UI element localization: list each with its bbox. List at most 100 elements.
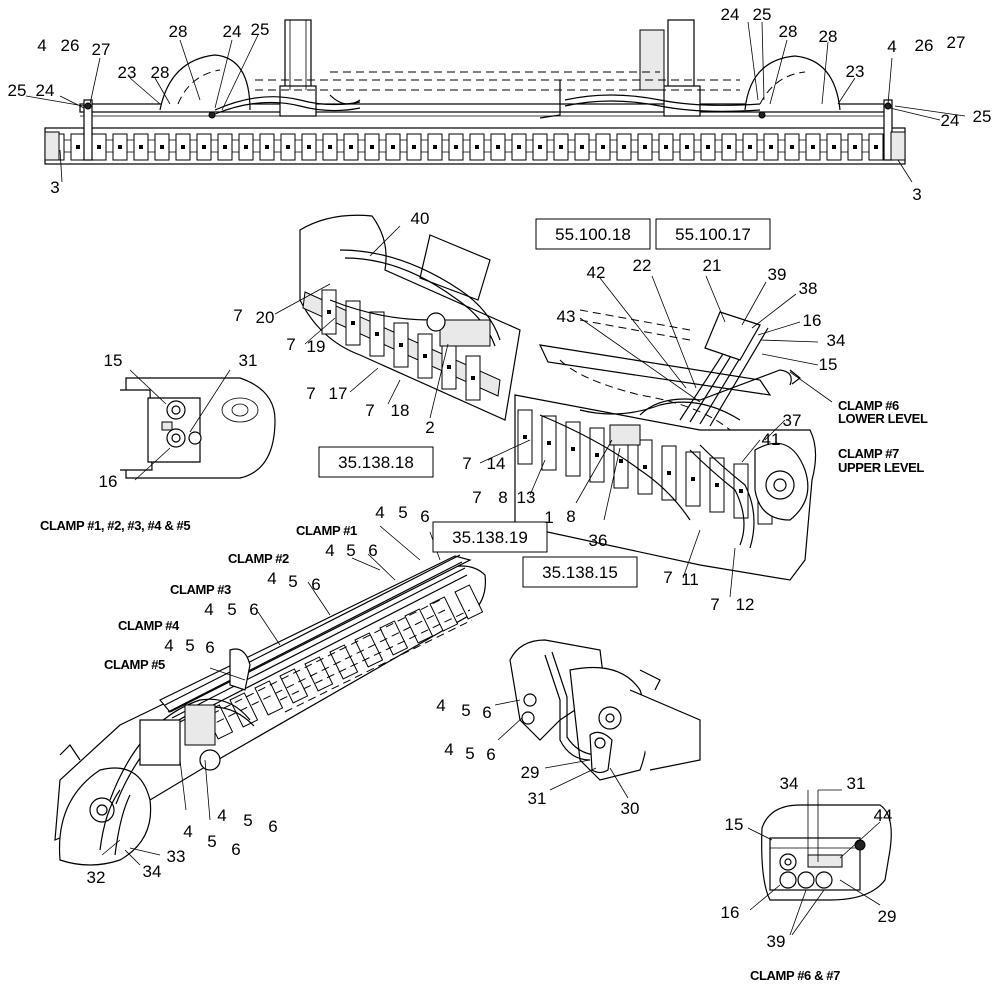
- reference-box-35-138-18[interactable]: 35.138.18: [318, 446, 434, 478]
- callout-label: 4: [217, 806, 226, 825]
- callout-label: 16: [99, 472, 118, 491]
- callout-label: 5: [227, 600, 236, 619]
- callout-label: 4: [325, 541, 334, 560]
- reference-text: 35.138.15: [542, 563, 618, 582]
- callout-label: 40: [411, 209, 430, 228]
- callout-label: 4: [183, 822, 192, 841]
- callout-label: 5: [288, 572, 297, 591]
- callout-label: 26: [915, 36, 934, 55]
- callout-label: 7: [710, 595, 719, 614]
- callout-label: 4: [204, 600, 213, 619]
- callout-label: 15: [725, 815, 744, 834]
- clamp-note-7: CLAMP #7: [838, 446, 899, 461]
- clamp-note-lower-level: LOWER LEVEL: [838, 411, 928, 426]
- detail-right: [747, 789, 892, 936]
- callout-label: 7: [306, 384, 315, 403]
- callout-label: 28: [151, 63, 170, 82]
- callout-label: 7: [472, 488, 481, 507]
- reference-box-35-138-15[interactable]: 35.138.15: [522, 556, 638, 588]
- callout-label: 5: [346, 541, 355, 560]
- clamp-note-3: CLAMP #3: [170, 582, 231, 597]
- callout-label: 4: [37, 36, 46, 55]
- bottom-mid-assembly: [494, 639, 701, 799]
- clamp-note-4: CLAMP #4: [118, 618, 180, 633]
- reference-text: 55.100.17: [675, 225, 751, 244]
- callout-label: 4: [436, 696, 445, 715]
- callout-label: 19: [307, 337, 326, 356]
- clamp-note-2: CLAMP #2: [228, 551, 289, 566]
- callout-label: 38: [799, 279, 818, 298]
- callout-label: 44: [874, 806, 893, 825]
- callout-label: 4: [164, 636, 173, 655]
- reference-box-55-100-17[interactable]: 55.100.17: [655, 218, 771, 250]
- callout-label: 29: [878, 907, 897, 926]
- callout-label: 1: [544, 508, 553, 527]
- callout-label: 28: [169, 22, 188, 41]
- callout-label: 7: [286, 335, 295, 354]
- reference-text: 35.138.18: [338, 453, 414, 472]
- callout-label: 5: [207, 832, 216, 851]
- callouts-mid-left: 40 7 20 7 19 7 17 7 18 2: [233, 209, 434, 437]
- callout-label: 6: [249, 600, 258, 619]
- callout-label: 3: [50, 178, 59, 197]
- callout-label: 7: [462, 454, 471, 473]
- callout-label: 25: [753, 5, 772, 24]
- callout-label: 25: [8, 81, 27, 100]
- callout-label: 6: [311, 575, 320, 594]
- callout-label: 27: [947, 33, 966, 52]
- callouts-bottom-mid: 4 5 6 4 5 6 29 31 30: [436, 696, 639, 818]
- callout-label: 22: [633, 256, 652, 275]
- callout-label: 33: [167, 847, 186, 866]
- reference-box-55-100-18[interactable]: 55.100.18: [535, 218, 651, 250]
- mid-right-assembly: [479, 275, 833, 598]
- top-boom-assembly: [25, 19, 966, 183]
- clamp-note-1-5: CLAMP #1, #2, #3, #4 & #5: [40, 518, 190, 533]
- callout-label: 16: [803, 311, 822, 330]
- callout-label: 37: [783, 411, 802, 430]
- callout-label: 36: [589, 531, 608, 550]
- callout-label: 6: [420, 507, 429, 526]
- callout-label: 31: [528, 789, 547, 808]
- callout-label: 5: [461, 701, 470, 720]
- callout-label: 23: [846, 62, 865, 81]
- callout-label: 6: [205, 638, 214, 657]
- callout-label: 32: [87, 868, 106, 887]
- callout-label: 24: [941, 111, 960, 130]
- clamp-note-6-7: CLAMP #6 & #7: [750, 968, 840, 983]
- callout-label: 4: [267, 569, 276, 588]
- callout-label: 26: [61, 36, 80, 55]
- callout-label: 21: [703, 256, 722, 275]
- reference-text: 35.138.19: [452, 528, 528, 547]
- callout-label: 29: [521, 763, 540, 782]
- callout-label: 25: [973, 107, 992, 126]
- callout-label: 34: [827, 331, 846, 350]
- callout-label: 4: [444, 740, 453, 759]
- callout-label: 42: [587, 263, 606, 282]
- callout-label: 31: [847, 774, 866, 793]
- callout-label: 3: [912, 185, 921, 204]
- callout-label: 15: [104, 351, 123, 370]
- callout-label: 7: [663, 568, 672, 587]
- callout-label: 6: [231, 840, 240, 859]
- callout-label: 6: [486, 745, 495, 764]
- callout-label: 28: [779, 22, 798, 41]
- callout-label: 39: [767, 932, 786, 951]
- reference-text: 55.100.18: [555, 225, 631, 244]
- callout-label: 16: [721, 903, 740, 922]
- callout-label: 17: [329, 384, 348, 403]
- callout-label: 6: [482, 703, 491, 722]
- callout-label: 5: [185, 636, 194, 655]
- bottom-left-boom: [54, 525, 487, 866]
- callout-label: 7: [233, 306, 242, 325]
- callout-label: 24: [721, 5, 740, 24]
- callout-label: 43: [557, 307, 576, 326]
- callouts-top: 4 26 27 28 24 25 23 28 25 24 3 24 25 28 …: [8, 5, 992, 204]
- callout-label: 18: [391, 401, 410, 420]
- callout-label: 5: [243, 811, 252, 830]
- callout-label: 34: [780, 774, 799, 793]
- detail-left: [120, 369, 276, 481]
- callout-label: 27: [92, 40, 111, 59]
- reference-box-35-138-19[interactable]: 35.138.19: [432, 521, 548, 553]
- callout-label: 30: [621, 799, 640, 818]
